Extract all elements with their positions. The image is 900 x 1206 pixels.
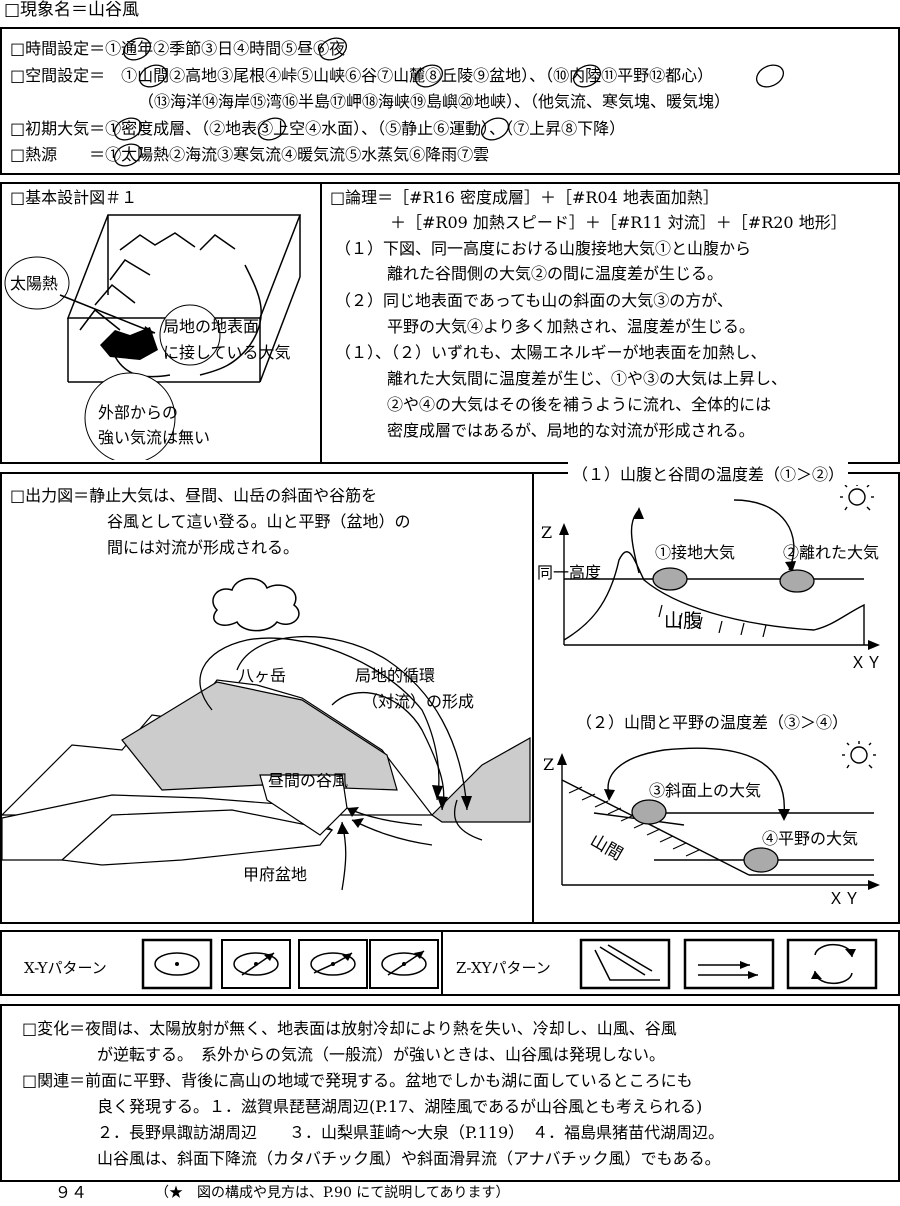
phenomenon-title: □現象名＝山谷風 bbox=[4, 0, 140, 20]
change-box bbox=[0, 1004, 900, 1182]
logic-p1b: 離れた谷間側の大気②の間に温度差が生じる。 bbox=[387, 264, 724, 283]
label-valley-wind: 昼間の谷風 bbox=[268, 771, 349, 790]
label-local-circulation-1: 局地的循環 bbox=[355, 666, 436, 685]
selection-marks bbox=[113, 37, 785, 167]
label-outside-1: 外部からの bbox=[98, 403, 179, 422]
label-surface-2: に接している大気 bbox=[163, 343, 291, 362]
logic-p2b: 平野の大気④より多く加熱され、温度差が生じる。 bbox=[387, 317, 755, 336]
space-setting-1: □空間設定＝ ①山間②高地③尾根④峠⑤山峡⑥谷⑦山麓⑧丘陵⑨盆地）、（⑩内陸⑪平… bbox=[10, 66, 714, 85]
initial-atmosphere: □初期大気＝①密度成層、（②地表③上空④水面）、（⑤静止⑥運動）、（⑦上昇⑧下降… bbox=[10, 119, 626, 138]
change-line-1: □変化＝夜間は、太陽放射が無く、地表面は放射冷却により熱を失い、冷却し、山風、谷… bbox=[22, 1019, 677, 1038]
output-divider bbox=[532, 472, 534, 924]
fig1-slope: 山腹 bbox=[664, 610, 703, 632]
fig1-air-1: ①接地大気 bbox=[655, 543, 736, 562]
design-divider bbox=[320, 182, 322, 464]
label-outside-2: 強い気流は無い bbox=[98, 428, 211, 447]
pattern-icons bbox=[141, 938, 878, 990]
logic-p2a: （２）同じ地表面であっても山の斜面の大気③の方が、 bbox=[335, 291, 733, 310]
design-title: □基本設計図＃１ bbox=[10, 188, 138, 207]
label-surface-1: 局地の地表面 bbox=[163, 317, 260, 336]
logic-p3b: 離れた大気間に温度差が生じ、①や③の大気は上昇し、 bbox=[387, 369, 788, 388]
logic-p3a: （１）、（２）いずれも、太陽エネルギーが地表面を加熱し、 bbox=[335, 343, 767, 362]
fig2-z-label: Z bbox=[543, 755, 555, 774]
xy-pattern-label: X-Yパターン bbox=[24, 959, 107, 977]
output-box bbox=[0, 472, 900, 924]
output-line-2: 谷風として這い登る。山と平野（盆地）の bbox=[107, 512, 411, 531]
time-setting: □時間設定＝①通年②季節③日④時間⑤昼⑥夜 bbox=[10, 39, 346, 58]
fig1-title: （１）山腹と谷間の温度差（①＞②） bbox=[568, 462, 849, 488]
label-local-circulation-2: （対流）の形成 bbox=[362, 692, 475, 711]
footer-note: （★ 図の構成や見方は、P.90 にて説明してあります） bbox=[155, 1185, 510, 1201]
space-setting-2: （⑬海洋⑭海岸⑮湾⑯半島⑰岬⑱海峡⑲島嶼⑳地峡）、（他気流、寒気塊、暖気塊） bbox=[138, 92, 731, 111]
label-solar-heat: 太陽熱 bbox=[10, 274, 59, 293]
design-box bbox=[0, 182, 900, 464]
related-line-4: 山谷風は、斜面下降流（カタバチック風）や斜面滑昇流（アナバチック風）でもある。 bbox=[97, 1149, 721, 1168]
fig2-title: （２）山間と平野の温度差（③＞④） bbox=[576, 713, 849, 732]
label-yatsugatake: 八ヶ岳 bbox=[238, 666, 287, 685]
logic-p1a: （１）下図、同一高度における山腹接地大気①と山腹から bbox=[335, 239, 752, 258]
fig2-diagram bbox=[557, 741, 880, 890]
related-line-1: □関連＝前面に平野、背後に高山の地域で発現する。盆地でしかも湖に面しているところ… bbox=[22, 1071, 693, 1090]
related-line-3: ２．長野県諏訪湖周辺 ３．山梨県韮崎～大泉（P.119） ４．福島県猪苗代湖周辺… bbox=[97, 1123, 725, 1142]
settings-box bbox=[0, 27, 900, 175]
fig1-same-height: 同一高度 bbox=[537, 563, 602, 582]
fig1-xy: ＸＹ bbox=[850, 653, 883, 672]
related-line-2: 良く発現する。１．滋賀県琵琶湖周辺(P.17、湖陸風であるが山谷風とも考えられる… bbox=[97, 1097, 703, 1116]
label-kofu-basin: 甲府盆地 bbox=[243, 865, 308, 884]
logic-line-2: ＋［#R09 加熱スピード］＋［#R11 対流］＋［#R20 地形］ bbox=[390, 213, 847, 232]
fig2-air-3: ③斜面上の大気 bbox=[649, 781, 762, 800]
design-diagram bbox=[4, 214, 302, 460]
fig1-air-2: ②離れた大気 bbox=[783, 543, 880, 562]
fig2-xy: ＸＹ bbox=[828, 889, 861, 908]
change-line-2: が逆転する。 系外からの気流（一般流）が強いときは、山谷風は発現しない。 bbox=[97, 1045, 666, 1064]
fig1-z-label: Z bbox=[541, 523, 553, 542]
heat-source: □熱源 ＝①太陽熱②海流③寒気流④暖気流⑤水蒸気⑥降雨⑦雲 bbox=[10, 145, 490, 164]
logic-p3c: ②や④の大気はその後を補うように流れ、全体的には bbox=[387, 395, 772, 414]
output-line-3: 間には対流が形成される。 bbox=[107, 538, 300, 557]
fig1-diagram bbox=[559, 485, 880, 650]
page-number: ９４ bbox=[55, 1183, 88, 1202]
pattern-box bbox=[0, 930, 900, 996]
logic-line-1: □論理＝［#R16 密度成層］＋［#R04 地表面加熱］ bbox=[330, 188, 719, 207]
zxy-pattern-label: Z-XYパターン bbox=[456, 959, 551, 977]
mountain-illustration bbox=[2, 577, 531, 891]
output-line-1: □出力図＝静止大気は、昼間、山岳の斜面や谷筋を bbox=[10, 486, 378, 505]
pattern-divider bbox=[441, 930, 443, 996]
logic-p3d: 密度成層ではあるが、局地的な対流が形成される。 bbox=[387, 421, 755, 440]
fig2-air-4: ④平野の大気 bbox=[762, 829, 859, 848]
